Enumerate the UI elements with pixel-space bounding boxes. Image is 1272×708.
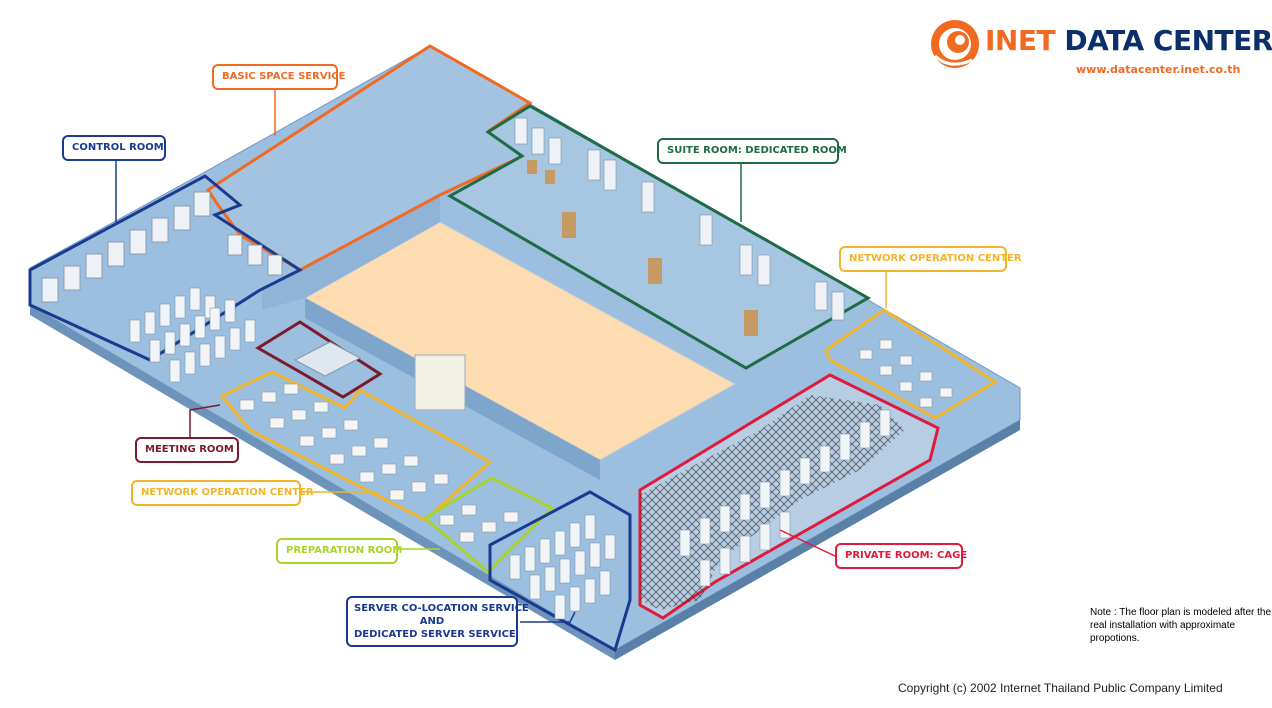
zone-basic-space-outline <box>205 44 533 272</box>
inet-logo-icon <box>931 20 979 68</box>
colocation-line-2: AND <box>419 616 445 627</box>
callout-noc-left: NETWORK OPERATION CENTER <box>131 480 314 506</box>
zone-control-room-outline <box>28 174 304 362</box>
callout-meeting-room: MEETING ROOM <box>135 437 239 463</box>
zone-meeting-room-outline <box>255 320 383 399</box>
colocation-racks <box>509 514 616 620</box>
suite-room-racks <box>514 117 845 321</box>
server-racks-left <box>129 287 256 383</box>
zone-preparation-room-outline <box>422 476 555 575</box>
preparation-room-desks <box>439 504 519 543</box>
colocation-line-3: DEDICATED SERVER SERVICE <box>354 629 516 640</box>
colocation-line-1: SERVER CO-LOCATION SERVICE <box>354 603 529 614</box>
brand-name-part1: INET <box>985 24 1056 57</box>
callout-private-cage: PRIVATE ROOM: CAGE <box>835 543 967 569</box>
callout-colocation: SERVER CO-LOCATION SERVICE AND DEDICATED… <box>346 596 529 647</box>
cage-racks <box>679 409 891 587</box>
zone-colocation-outline <box>488 490 632 653</box>
callout-suite-room: SUITE ROOM: DEDICATED ROOM <box>657 138 847 164</box>
zone-noc-right-outline <box>824 308 998 420</box>
brand-name-part2: DATA CENTER <box>1055 24 1272 57</box>
noc-left-workstations <box>239 383 449 501</box>
meeting-table <box>293 341 362 377</box>
floor-plan-note: Note : The floor plan is modeled after t… <box>1090 607 1272 644</box>
callout-control-room: CONTROL ROOM <box>62 135 166 161</box>
brand-url[interactable]: www.datacenter.inet.co.th <box>1076 63 1241 76</box>
door-panel <box>414 354 466 411</box>
suite-room-furniture <box>527 160 758 336</box>
brand-name: INET DATA CENTER <box>985 24 1272 57</box>
cage-mesh <box>640 395 905 610</box>
callout-basic-space: BASIC SPACE SERVICE <box>212 64 345 90</box>
noc-right-workstations <box>859 339 953 408</box>
leader-lines <box>115 88 887 623</box>
callout-preparation-room: PREPARATION ROOM <box>276 538 402 564</box>
zone-noc-left-outline <box>219 370 493 522</box>
callout-noc-right: NETWORK OPERATION CENTER <box>839 246 1022 272</box>
copyright-text: Copyright (c) 2002 Internet Thailand Pub… <box>898 681 1223 695</box>
control-room-racks <box>41 191 283 303</box>
